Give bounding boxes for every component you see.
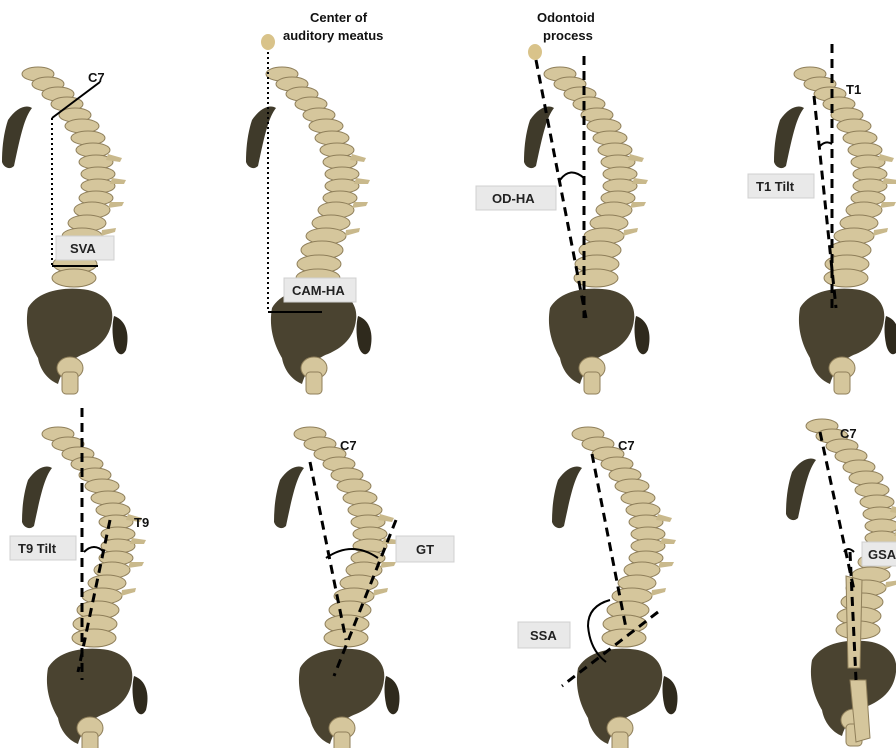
panel-gsa: C7 GSA — [786, 419, 896, 746]
panel-t9-tilt: T9 T9 Tilt — [10, 408, 149, 748]
spine-illustration — [246, 67, 372, 394]
spine-illustration — [524, 67, 650, 394]
t1-tilt-label: T1 Tilt — [756, 179, 795, 194]
t1-label: T1 — [846, 82, 861, 97]
c7-label: C7 — [88, 70, 105, 85]
od-title-line1: Odontoid — [537, 10, 595, 25]
panel-sva: C7 SVA — [2, 67, 128, 394]
ssa-label: SSA — [530, 628, 557, 643]
spine-illustration — [2, 67, 128, 394]
spine-illustration — [22, 427, 148, 748]
t9-label: T9 — [134, 515, 149, 530]
t9-tilt-label: T9 Tilt — [18, 541, 57, 556]
sva-label: SVA — [70, 241, 96, 256]
spine-illustration — [774, 67, 896, 394]
t1-tilt-angle-arc — [820, 142, 832, 146]
c7-label: C7 — [840, 426, 857, 441]
femur — [846, 576, 862, 668]
od-ha-angle-arc — [560, 172, 584, 180]
panel-cam-ha: Center of auditory meatus CAM-HA — [246, 10, 383, 394]
odontoid-marker — [528, 44, 542, 60]
spine-illustration — [552, 427, 678, 748]
od-title-line2: process — [543, 28, 593, 43]
cam-ha-label: CAM-HA — [292, 283, 345, 298]
gsa-label: GSA — [868, 547, 896, 562]
cam-title-line1: Center of — [310, 10, 368, 25]
c7-label: C7 — [340, 438, 357, 453]
panel-ssa: C7 SSA — [518, 427, 678, 748]
gsa-angle-arc — [844, 549, 854, 552]
panel-od-ha: Odontoid process OD-HA — [476, 10, 650, 394]
od-ha-label: OD-HA — [492, 191, 535, 206]
panel-gt: C7 GT — [274, 427, 454, 748]
gt-label: GT — [416, 542, 434, 557]
cam-title-line2: auditory meatus — [283, 28, 383, 43]
auditory-meatus-marker — [261, 34, 275, 50]
c7-label: C7 — [618, 438, 635, 453]
spine-illustration — [786, 419, 896, 746]
panel-t1-tilt: T1 T1 Tilt — [748, 44, 896, 394]
